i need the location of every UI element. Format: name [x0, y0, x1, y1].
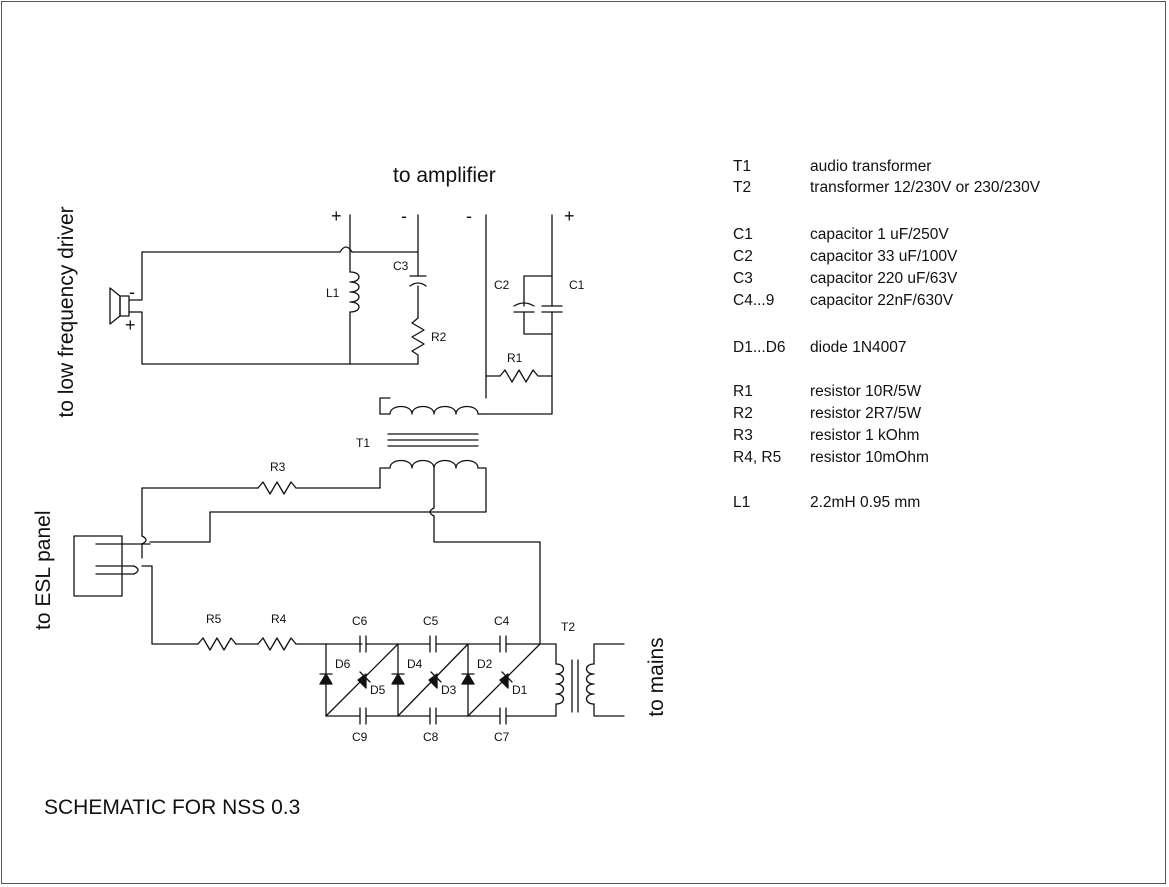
amplifier-label: to amplifier [393, 164, 496, 187]
label-R1: R1 [507, 351, 523, 365]
label-R4: R4 [271, 612, 287, 626]
label-R5: R5 [206, 612, 222, 626]
low-frequency-driver-label: to low frequency driver [55, 206, 78, 418]
label-D4: D4 [407, 657, 423, 671]
label-C5: C5 [423, 614, 439, 628]
label-C2: C2 [494, 278, 510, 292]
label-D6: D6 [335, 657, 351, 671]
label-D3: D3 [441, 683, 457, 697]
amp-minus-sign: - [401, 206, 407, 226]
amp-plus-sign-2: + [564, 206, 575, 226]
label-C6: C6 [352, 614, 368, 628]
amp-minus-sign-2: - [466, 206, 472, 226]
part-ref: T2 [733, 179, 752, 196]
part-ref: D1...D6 [733, 339, 786, 356]
label-C1: C1 [569, 278, 585, 292]
part-ref: C1 [733, 226, 753, 243]
speaker-top-wire [128, 251, 341, 301]
diode-D3 [428, 671, 442, 689]
T2-core [571, 659, 579, 713]
amp-plus-2-wire [523, 214, 553, 297]
wire-crossover [339, 246, 353, 253]
resistor-R4 [257, 637, 297, 651]
label-L1: L1 [326, 286, 340, 300]
esl-panel-label: to ESL panel [32, 510, 55, 630]
diode-D1 [499, 671, 513, 689]
label-T2: T2 [561, 620, 576, 634]
part-desc: resistor 10mOhm [810, 449, 929, 466]
part-ref: R2 [733, 405, 753, 422]
resistor-R5 [197, 637, 237, 651]
diode-D2 [461, 673, 475, 685]
part-desc: capacitor 1 uF/250V [810, 226, 949, 243]
label-C7: C7 [494, 730, 510, 744]
part-desc: capacitor 220 uF/63V [810, 270, 958, 287]
label-C4: C4 [494, 614, 510, 628]
part-desc: resistor 2R7/5W [810, 405, 922, 422]
part-desc: 2.2mH 0.95 mm [810, 494, 921, 511]
part-ref: R4, R5 [733, 449, 782, 466]
capacitor-C9 [359, 707, 367, 725]
speaker-bottom-wire [128, 311, 419, 365]
part-ref: C4...9 [733, 292, 775, 309]
part-ref: T1 [733, 158, 752, 175]
part-ref: L1 [733, 494, 751, 511]
T1-primary-left [379, 397, 391, 415]
mains-label: to mains [645, 637, 668, 717]
schematic-title: SCHEMATIC FOR NSS 0.3 [44, 796, 301, 819]
part-ref: C3 [733, 270, 753, 287]
capacitor-C4 [499, 635, 507, 653]
part-ref: R3 [733, 427, 753, 444]
diode-D4 [391, 673, 405, 685]
speaker-minus-sign: - [129, 282, 135, 302]
resistor-R3 [257, 481, 297, 495]
label-C3: C3 [393, 259, 409, 273]
T1-core [387, 433, 479, 447]
part-desc: transformer 12/230V or 230/230V [810, 179, 1041, 196]
speaker-icon [109, 287, 130, 325]
part-desc: resistor 10R/5W [810, 383, 922, 400]
part-desc: audio transformer [810, 158, 932, 175]
T2-secondary-winding [555, 663, 565, 705]
T1-secondary-winding [389, 459, 479, 469]
diode-D5 [357, 671, 371, 689]
capacitor-C1 [541, 305, 563, 313]
part-desc: capacitor 22nF/630V [810, 292, 954, 309]
T1-primary-winding [389, 405, 479, 415]
label-C9: C9 [352, 730, 368, 744]
part-desc: diode 1N4007 [810, 339, 907, 356]
capacitor-C7 [499, 707, 507, 725]
T2-primary-winding [585, 663, 595, 705]
capacitor-C8 [429, 707, 437, 725]
part-desc: resistor 1 kOhm [810, 427, 920, 444]
label-R3: R3 [270, 460, 286, 474]
diode-D6 [319, 673, 333, 685]
inductor-L1 [349, 271, 360, 313]
label-C8: C8 [423, 730, 439, 744]
part-desc: capacitor 33 uF/100V [810, 248, 958, 265]
label-D5: D5 [370, 683, 386, 697]
amp-minus-2-wire [485, 214, 501, 377]
capacitor-C5 [429, 635, 437, 653]
label-R2: R2 [431, 330, 447, 344]
resistor-R1 [499, 369, 553, 383]
label-D2: D2 [477, 657, 493, 671]
label-T1: T1 [356, 436, 371, 450]
label-D1: D1 [512, 683, 528, 697]
resistor-R2 [411, 317, 425, 365]
part-ref: R1 [733, 383, 753, 400]
capacitor-C3 [409, 275, 427, 287]
part-ref: C2 [733, 248, 753, 265]
speaker-plus-sign: + [125, 315, 136, 335]
amp-plus-sign: + [331, 206, 342, 226]
